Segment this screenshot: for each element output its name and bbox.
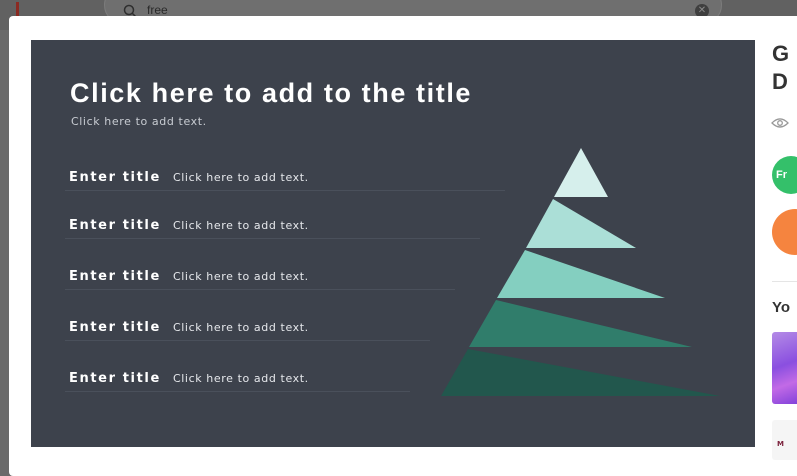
pyramid-graphic — [441, 148, 720, 396]
pyramid-tier-5 — [441, 349, 720, 396]
row-title: Enter title — [69, 170, 161, 185]
row-text: Click here to add text. — [173, 270, 309, 283]
free-badge[interactable]: Fr — [772, 156, 797, 194]
row-divider — [65, 289, 455, 290]
row-title: Enter title — [69, 320, 161, 335]
pyramid-tier-4 — [469, 300, 692, 347]
row-text: Click here to add text. — [173, 321, 309, 334]
row-title: Enter title — [69, 218, 161, 233]
pyramid-tier-1 — [554, 148, 608, 197]
row-title: Enter title — [69, 371, 161, 386]
slide-title: Click here to add to the title — [70, 78, 473, 108]
side-divider — [772, 281, 797, 282]
slide-subtitle: Click here to add text. — [71, 115, 207, 128]
row-divider — [65, 391, 410, 392]
row-title: Enter title — [69, 269, 161, 284]
background-accent-mark — [16, 2, 19, 16]
pyramid-tier-2 — [526, 199, 636, 248]
section-heading: Yo — [772, 299, 791, 316]
template-title: G D — [772, 41, 790, 94]
pyramid-tier-3 — [497, 250, 665, 298]
row-text: Click here to add text. — [173, 171, 309, 184]
row-divider — [65, 340, 430, 341]
row-text: Click here to add text. — [173, 219, 309, 232]
search-input-value[interactable]: free — [147, 3, 168, 17]
clear-search-icon[interactable]: ✕ — [695, 4, 709, 18]
slide-preview: Click here to add to the title Click her… — [31, 40, 755, 447]
related-template-card[interactable]: M — [772, 420, 797, 460]
related-template-thumbnail[interactable] — [772, 332, 797, 404]
row-divider — [65, 190, 505, 191]
card-mark: M — [777, 440, 784, 448]
eye-icon — [771, 114, 789, 133]
template-preview-modal: Click here to add to the title Click her… — [9, 16, 797, 476]
row-text: Click here to add text. — [173, 372, 309, 385]
row-divider — [65, 238, 480, 239]
